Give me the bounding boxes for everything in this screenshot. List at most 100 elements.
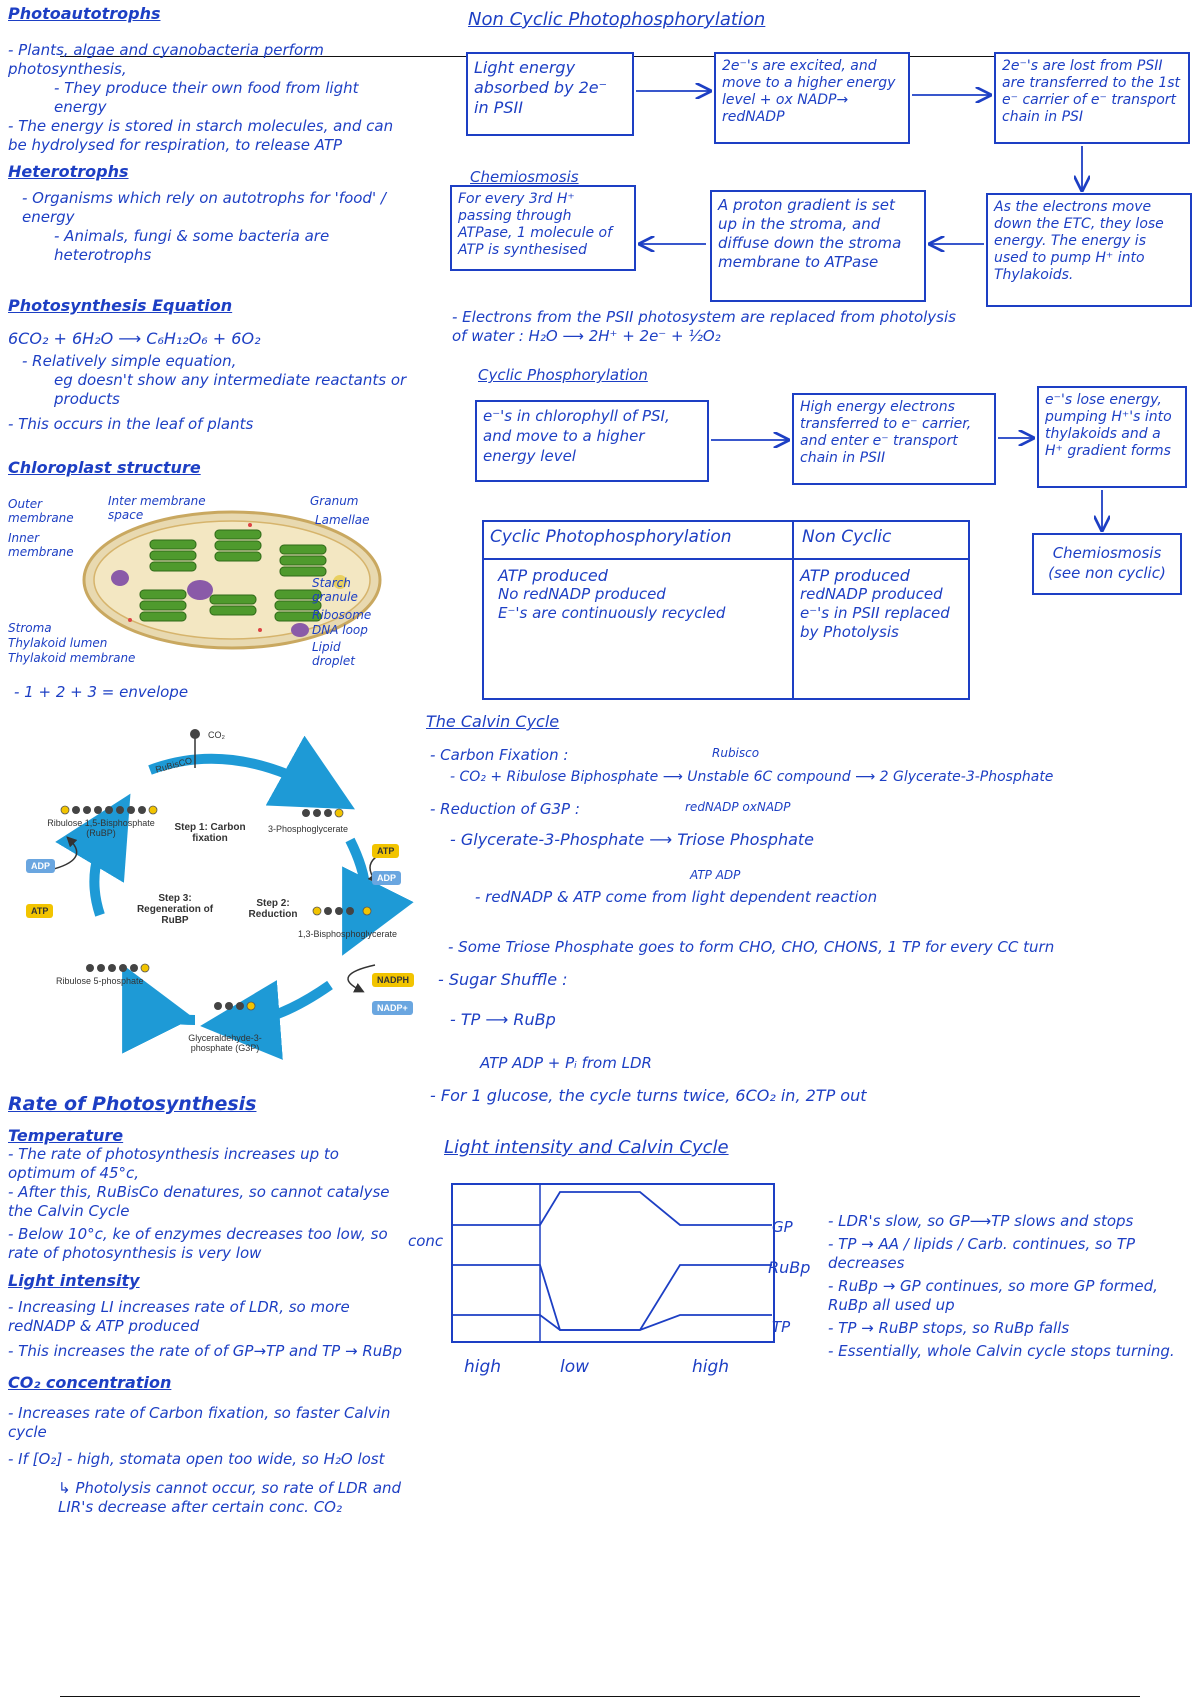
chloro-label-granum: Granum: [310, 494, 359, 508]
compare-col1-item-2: No redNADP produced: [498, 585, 666, 603]
temp-line-3: - Below 10°c, ke of enzymes decreases to…: [8, 1225, 388, 1262]
compare-col2-item-2: redNADP produced: [800, 585, 943, 603]
lightgraph-notes: - LDR's slow, so GP⟶TP slows and stops -…: [828, 1212, 1194, 1361]
chloro-label-dna: DNA loop: [312, 623, 368, 637]
chloro-label-ribosome: Ribosome: [312, 608, 372, 622]
calvin-rubisco-note: Rubisco: [712, 746, 760, 760]
hetero-line-2: - Animals, fungi & some bacteria are het…: [54, 227, 330, 264]
rate-section: Rate of Photosynthesis Temperature - The…: [8, 1095, 408, 1517]
chloro-label-lipid: Lipid droplet: [312, 640, 355, 668]
calvin-shuffle-title: - Sugar Shuffle :: [438, 970, 568, 989]
bottom-rule: [60, 1696, 1140, 1697]
calvin-nadp-badge: NADP+: [372, 1001, 413, 1015]
chemiosmosis-title: Chemiosmosis: [470, 168, 579, 186]
lightgraph-x-low: low: [560, 1357, 590, 1377]
calvin-red-note: - redNADP & ATP come from light dependen…: [475, 888, 878, 906]
hetero-line-1: - Organisms which rely on autotrophs for…: [22, 189, 386, 226]
photoautotrophs-section: Photoautotrophs - Plants, algae and cyan…: [8, 4, 408, 155]
equation-line-2: eg doesn't show any intermediate reactan…: [54, 371, 407, 408]
temp-line-2: - After this, RuBisCo denatures, so cann…: [8, 1183, 390, 1220]
compare-col1-item-3: E⁻'s are continuously recycled: [498, 604, 726, 622]
rate-title: Rate of Photosynthesis: [8, 1093, 257, 1115]
equation-line-1: - Relatively simple equation,: [22, 352, 237, 370]
calvin-bpg-label: 1,3-Bisphosphoglycerate: [298, 929, 398, 939]
cyclic-box-2: High energy electrons transferred to e⁻ …: [792, 393, 996, 485]
cyclic-title: Cyclic Phosphorylation: [478, 366, 648, 384]
calvin-co2-label: CO₂: [208, 730, 225, 740]
calvin-r5p-label: Ribulose 5-phosphate: [56, 976, 144, 986]
noncyclic-box-2: 2e⁻'s are excited, and move to a higher …: [714, 52, 910, 144]
calvin-atp-badge-left: ATP: [26, 904, 54, 918]
chloro-label-thylakoid-membrane: Thylakoid membrane: [8, 651, 136, 665]
comparison-table: Cyclic Photophosphorylation Non Cyclic A…: [482, 520, 970, 700]
co2-line-1: - Increases rate of Carbon fixation, so …: [8, 1404, 391, 1441]
calvin-atp-badge-right: ATP: [372, 844, 400, 858]
chloro-label-outer: Outer membrane: [8, 497, 74, 525]
equation-formula: 6CO₂ + 6H₂O ⟶ C₆H₁₂O₆ + 6O₂: [8, 329, 261, 348]
lightgraph-line-gp: GP: [772, 1218, 793, 1236]
lightgraph-chart: [451, 1183, 775, 1343]
heterotrophs-title: Heterotrophs: [8, 162, 129, 181]
light-intensity-title: Light intensity: [8, 1271, 140, 1290]
photoauto-line-2: - They produce their own food from light…: [54, 79, 359, 116]
calvin-red-cofactor: redNADP oxNADP: [685, 800, 791, 814]
lightgraph-note-5: - Essentially, whole Calvin cycle stops …: [828, 1342, 1175, 1360]
calvin-tp-line: - Some Triose Phosphate goes to form CHO…: [448, 938, 1055, 956]
co2-title: CO₂ concentration: [8, 1373, 172, 1392]
noncyclic-box-4: For every 3rd H⁺ passing through ATPase,…: [450, 185, 636, 271]
equation-title: Photosynthesis Equation: [8, 296, 233, 315]
calvin-rubp-label: Ribulose 1,5-Bisphosphate (RuBP): [47, 818, 155, 838]
noncyclic-box-5: A proton gradient is set up in the strom…: [710, 190, 926, 302]
lightgraph-note-3: - RuBp → GP continues, so more GP formed…: [828, 1277, 1158, 1314]
calvin-shuffle-line: - TP ⟶ RuBp: [450, 1010, 556, 1029]
cyclic-box-4: Chemiosmosis (see non cyclic): [1032, 533, 1182, 595]
heterotrophs-section: Heterotrophs - Organisms which rely on a…: [8, 162, 408, 265]
chloroplast-title: Chloroplast structure: [8, 458, 201, 477]
lightgraph-ylabel: conc: [408, 1232, 444, 1250]
photoauto-line-1: - Plants, algae and cyanobacteria perfor…: [8, 41, 324, 78]
cyclic-box-1: e⁻'s in chlorophyll of PSI, and move to …: [475, 400, 709, 482]
chloro-label-lamellae: Lamellae: [315, 513, 370, 527]
calvin-fix-line: - CO₂ + Ribulose Biphosphate ⟶ Unstable …: [450, 769, 1054, 785]
calvin-fix-title: - Carbon Fixation :: [430, 746, 569, 764]
calvin-pga-label: 3-Phosphoglycerate: [268, 824, 349, 834]
lightgraph-note-1: - LDR's slow, so GP⟶TP slows and stops: [828, 1212, 1134, 1230]
chloroplast-footer: - 1 + 2 + 3 = envelope: [14, 683, 189, 701]
compare-col2-head: Non Cyclic: [802, 527, 892, 547]
noncyclic-title: Non Cyclic Photophosphorylation: [468, 9, 766, 30]
chloroplast-diagram: [82, 510, 382, 650]
calvin-nadph-badge: NADPH: [372, 973, 415, 987]
calvin-step2-label: Step 2: Reduction: [248, 898, 298, 920]
equation-section: Photosynthesis Equation 6CO₂ + 6H₂O ⟶ C₆…: [8, 296, 408, 434]
photoautotrophs-title: Photoautotrophs: [8, 4, 161, 23]
lightgraph-x-high-1: high: [464, 1357, 502, 1377]
chloro-label-inner: Inner membrane: [8, 531, 74, 559]
compare-col1-head: Cyclic Photophosphorylation: [490, 527, 732, 547]
co2-line-3: ↳ Photolysis cannot occur, so rate of LD…: [58, 1479, 402, 1516]
calvin-red-title: - Reduction of G3P :: [430, 800, 580, 818]
calvin-g3p-label: Glyceraldehyde-3-phosphate (G3P): [188, 1033, 262, 1053]
equation-line-3: - This occurs in the leaf of plants: [8, 415, 254, 433]
chloro-label-lumen: Thylakoid lumen: [8, 636, 108, 650]
temperature-title: Temperature: [8, 1126, 124, 1145]
calvin-shuffle-atp: ATP ADP + Pᵢ from LDR: [480, 1054, 652, 1072]
noncyclic-box-3: 2e⁻'s are lost from PSII are transferred…: [994, 52, 1190, 144]
temp-line-1: - The rate of photosynthesis increases u…: [8, 1145, 339, 1182]
lightgraph-x-high-2: high: [692, 1357, 730, 1377]
photoauto-line-3: - The energy is stored in starch molecul…: [8, 117, 394, 154]
lightgraph-line-rubp: RuBp: [768, 1258, 811, 1277]
compare-col2-item-3: e⁻'s in PSII replaced by Photolysis: [800, 604, 950, 641]
compare-col1-list: ATP produced No redNADP produced E⁻'s ar…: [498, 566, 788, 623]
chloro-label-intermembrane: Inter membrane space: [108, 494, 206, 522]
co2-line-2: - If [O₂] - high, stomata open too wide,…: [8, 1450, 385, 1468]
noncyclic-box-6: As the electrons move down the ETC, they…: [986, 193, 1192, 307]
chloro-label-stroma: Stroma: [8, 621, 52, 635]
photolysis-note: - Electrons from the PSII photosystem ar…: [452, 308, 956, 345]
compare-col1-item-1: ATP produced: [498, 566, 608, 585]
lightgraph-note-2: - TP → AA / lipids / Carb. continues, so…: [828, 1235, 1135, 1272]
flow-arrows: [636, 0, 1200, 720]
cyclic-box-3: e⁻'s lose energy, pumping H⁺'s into thyl…: [1037, 386, 1187, 488]
lightgraph-line-tp: TP: [772, 1318, 791, 1336]
calvin-step1-label: Step 1: Carbon fixation: [174, 822, 246, 844]
noncyclic-box-1: Light energy absorbed by 2e⁻ in PSII: [466, 52, 634, 136]
